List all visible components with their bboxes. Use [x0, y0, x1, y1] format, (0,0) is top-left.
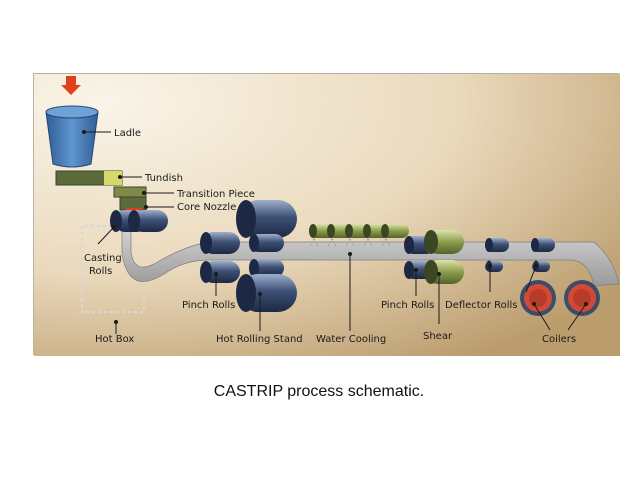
casting-rolls [110, 210, 168, 232]
label-tundish: Tundish [144, 173, 183, 184]
deflector-rolls [485, 238, 555, 272]
label-deflector-rolls: Deflector Rolls [445, 300, 518, 311]
label-pinch-rolls-2: Pinch Rolls [381, 300, 434, 311]
water-cooling-sprays [309, 224, 409, 247]
hot-rolling-stand [236, 200, 297, 312]
label-water-cooling: Water Cooling [316, 334, 386, 345]
label-pinch-rolls-1: Pinch Rolls [182, 300, 235, 311]
label-transition-piece: Transition Piece [176, 189, 255, 200]
pinch-rolls-1 [200, 232, 240, 283]
label-coilers: Coilers [542, 334, 576, 345]
tundish [55, 170, 123, 186]
leader-lines [84, 131, 587, 334]
castrip-diagram: Ladle Tundish Transition Piece Core Nozz… [34, 74, 620, 356]
label-casting-rolls-line1: Casting [84, 253, 122, 264]
diagram-panel: Ladle Tundish Transition Piece Core Nozz… [33, 73, 620, 356]
label-shear: Shear [423, 331, 453, 342]
shear [424, 230, 464, 284]
leader-dots [82, 130, 588, 324]
label-ladle: Ladle [114, 128, 141, 139]
label-hot-rolling-stand: Hot Rolling Stand [216, 334, 303, 345]
label-core-nozzle: Core Nozzle [177, 202, 236, 213]
label-hot-box: Hot Box [95, 334, 134, 345]
ladle [45, 76, 99, 168]
figure-caption: CASTRIP process schematic. [213, 383, 425, 400]
label-casting-rolls-line2: Rolls [89, 266, 112, 277]
pour-arrow-icon [61, 76, 81, 95]
hot-box-outline [81, 225, 145, 313]
transition-piece [113, 186, 147, 211]
